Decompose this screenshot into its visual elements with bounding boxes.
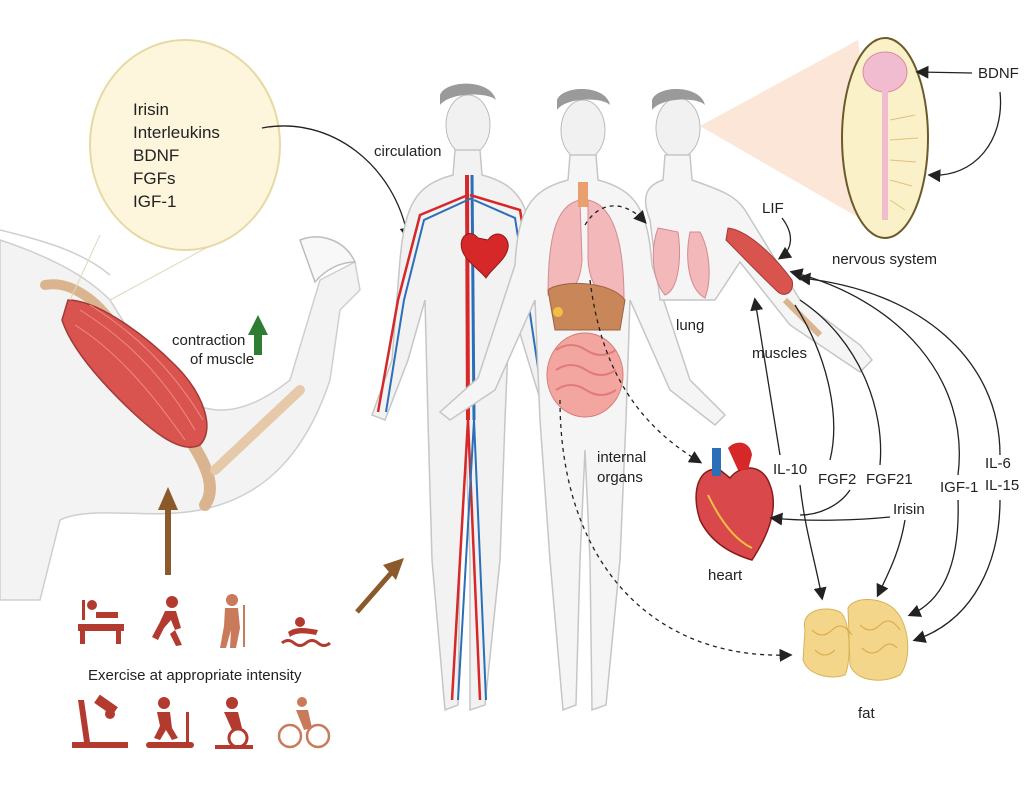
dashed-arrow-to-fat [559,399,793,662]
leg-press-icon [72,694,128,748]
figure-organs [438,88,727,712]
arm-muscle [725,227,794,295]
fat-tissue-icon [802,599,909,681]
brain-icon [862,51,908,93]
igf1-label: IGF-1 [940,479,978,496]
signal-arrows [750,268,1001,643]
contraction-label-2: of muscle [190,351,254,368]
muscles-label: muscles [752,345,807,362]
treadmill-icon [146,697,194,748]
fat-label: fat [858,705,876,722]
nervous-system-callout-cone [700,40,880,230]
il6-label: IL-6 [985,455,1011,472]
dashed-arrow-organs-to-lung [584,205,647,226]
contraction-label-1: contraction [172,332,245,349]
fgf21-label: FGF21 [866,471,913,488]
lif-label: LIF [762,200,784,217]
circulation-label: circulation [374,143,442,160]
cycling-icon [277,697,331,749]
spin-bike-icon [215,697,253,749]
arrow-to-circulation [261,125,413,241]
lung-label: lung [676,317,704,334]
lif-arrow [777,217,793,260]
hiking-icon [220,594,245,648]
bdnf-arrow [915,65,973,79]
figure-muscles [644,88,874,373]
exercise-label: Exercise at appropriate intensity [88,667,302,684]
brown-diagonal-arrow-icon [355,558,404,614]
muscle-fibers [74,304,204,441]
up-arrow-icon [248,315,268,355]
bdnf-curve-arrow [927,91,1002,183]
fgf2-label: FGF2 [818,471,856,488]
bench-press-icon [78,600,124,644]
internal-organs-label-1: internal [597,449,646,466]
bubble-item: Irisin [133,100,169,119]
heart-in-figure [460,233,509,279]
irisin-label: Irisin [893,501,925,518]
brown-up-arrow-icon [158,487,178,575]
il10-label: IL-10 [773,461,807,478]
heart-icon [695,442,774,561]
bubble-item: BDNF [133,146,179,165]
bubble-item: Interleukins [133,123,220,142]
swimming-icon [281,617,331,647]
heart-label: heart [708,567,743,584]
running-icon [152,596,182,646]
bubble-item: FGFs [133,169,176,188]
bdnf-label: BDNF [978,65,1019,82]
internal-organs-label-2: organs [597,469,643,486]
nervous-system-label: nervous system [832,251,937,268]
il15-label: IL-15 [985,477,1019,494]
bubble-item: IGF-1 [133,192,176,211]
myokine-bubble [89,39,281,251]
biceps-muscle [61,299,208,448]
